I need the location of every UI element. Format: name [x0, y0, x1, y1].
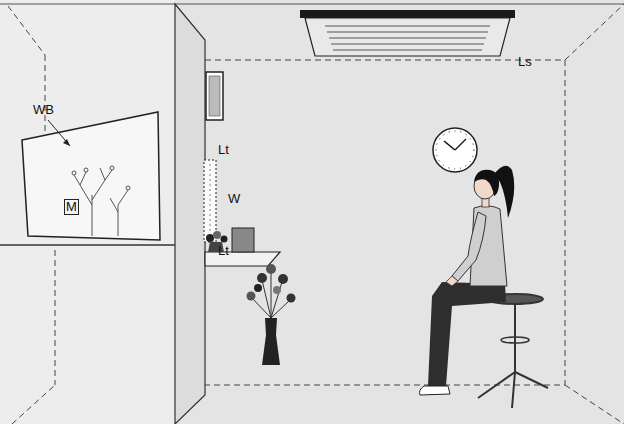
flower	[247, 292, 256, 301]
flower	[257, 273, 267, 283]
clock-face	[433, 128, 477, 172]
room-dashed-edges	[8, 4, 624, 424]
trousers	[428, 282, 506, 386]
lamp-bulb-line	[210, 164, 211, 238]
frame-line	[0, 3, 624, 4]
arm	[452, 212, 486, 281]
flower	[287, 294, 296, 303]
tree-bud	[84, 168, 88, 172]
flower	[254, 284, 262, 292]
plant-leaf	[221, 236, 228, 243]
light-housing	[300, 10, 515, 18]
seated-woman	[420, 166, 515, 395]
stool-leg	[512, 372, 515, 408]
partition-wall	[175, 4, 205, 424]
slat	[325, 26, 490, 27]
wall-clock	[433, 128, 477, 172]
slat	[333, 50, 482, 51]
tree-branches	[74, 168, 128, 236]
part-label: Lt	[218, 244, 229, 258]
part-label: WB	[33, 103, 54, 117]
ceiling-light	[300, 10, 515, 56]
ponytail	[494, 166, 514, 218]
vase	[262, 318, 280, 365]
plant-leaf	[213, 231, 221, 239]
slat	[329, 38, 486, 39]
stool-leg	[478, 372, 515, 398]
flower	[273, 286, 281, 294]
stool-leg	[515, 372, 548, 388]
window-panel	[22, 112, 160, 240]
slat	[327, 32, 488, 33]
flower-vase	[247, 264, 296, 365]
slat	[331, 44, 484, 45]
light-panel	[305, 18, 510, 56]
leader-arrowhead	[63, 139, 70, 146]
shelf	[205, 252, 280, 266]
stool	[478, 294, 548, 408]
perspective-line	[45, 55, 46, 140]
perspective-line	[565, 4, 624, 60]
picture-image	[209, 76, 220, 116]
part-label: Lt	[218, 143, 229, 157]
picture-frame	[206, 72, 223, 120]
perspective-line	[8, 6, 45, 55]
part-label: W	[228, 192, 240, 206]
tree-bud	[72, 171, 76, 175]
plant-leaf	[206, 234, 214, 242]
tree-sketch	[72, 166, 130, 236]
clock-hand	[455, 139, 466, 150]
clock-ticks	[436, 131, 474, 169]
flower	[266, 264, 276, 274]
light-slats	[325, 26, 490, 50]
table-edge	[0, 244, 175, 246]
side-wall	[0, 0, 175, 424]
shoe	[420, 386, 451, 395]
stool-ring	[501, 337, 529, 343]
perspective-line	[55, 250, 56, 385]
flower-stems	[252, 272, 290, 318]
hand	[446, 276, 458, 286]
tree-bud	[126, 186, 130, 190]
clock-hand	[444, 141, 455, 150]
part-label: M	[64, 199, 79, 215]
part-label: Ls	[518, 55, 532, 69]
perspective-line	[12, 385, 55, 424]
flower	[278, 274, 288, 284]
wall-lamp	[204, 160, 216, 242]
perspective-line	[565, 385, 624, 424]
back-wall-outline	[195, 60, 565, 385]
shelf-box	[232, 228, 254, 252]
tree-bud	[110, 166, 114, 170]
leader-line	[48, 120, 70, 146]
